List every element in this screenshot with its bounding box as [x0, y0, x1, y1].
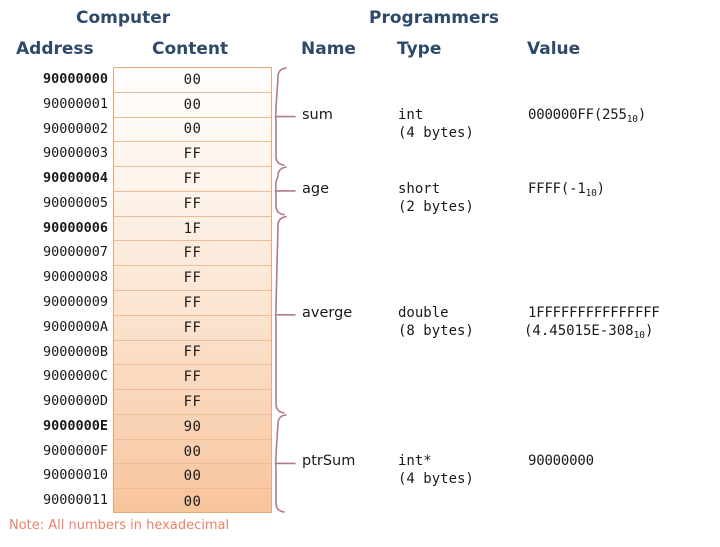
memory-cell: 00 — [114, 93, 271, 118]
variable-type-ptrSum: int* — [398, 453, 432, 470]
memory-cell: FF — [114, 365, 271, 391]
memory-cell-content: FF — [183, 195, 202, 212]
memory-cell-content: FF — [183, 344, 202, 361]
variable-size-sum: (4 bytes) — [398, 124, 474, 141]
column-header-value: Value — [527, 39, 581, 59]
memory-address-label: 90000003 — [42, 145, 108, 162]
memory-address-label: 90000002 — [42, 120, 108, 137]
memory-cell: FF — [114, 142, 271, 168]
memory-cell-content: 00 — [183, 121, 202, 138]
memory-address-label: 90000010 — [42, 467, 108, 484]
variable-type-averge: double — [398, 304, 449, 321]
memory-cell: FF — [114, 390, 271, 415]
memory-cell: FF — [114, 266, 271, 291]
column-header-type: Type — [397, 39, 442, 59]
memory-address-label: 9000000D — [42, 393, 108, 410]
memory-cell-content: FF — [183, 319, 202, 336]
memory-cell: 90 — [114, 415, 271, 440]
column-header-content: Content — [152, 39, 229, 59]
variable-value-sum: 000000FF(25510) — [528, 106, 647, 125]
memory-address-label: 90000001 — [42, 95, 108, 112]
variable-value-averge: 1FFFFFFFFFFFFFFF — [528, 304, 660, 321]
memory-cell-content: FF — [183, 245, 202, 262]
memory-address-label: 9000000F — [42, 442, 108, 459]
memory-cell-content: 1F — [183, 220, 202, 237]
memory-cell-content: 00 — [183, 71, 202, 88]
memory-cell-content: 90 — [183, 418, 202, 435]
footnote-note: Note: All numbers in hexadecimal — [9, 518, 230, 533]
variable-type-sum: int — [398, 106, 424, 123]
memory-address-label: 90000007 — [42, 244, 108, 261]
memory-cell-content: 00 — [183, 443, 202, 460]
memory-cell-content: FF — [183, 170, 202, 187]
memory-cell: 00 — [114, 489, 271, 514]
memory-cell: 00 — [114, 68, 271, 93]
memory-address-label: 9000000A — [42, 318, 108, 335]
column-header-name: Name — [301, 39, 356, 59]
memory-cell: FF — [114, 241, 271, 267]
variable-size-age: (2 bytes) — [398, 198, 474, 215]
memory-cell: 00 — [114, 118, 271, 143]
variable-size-averge: (8 bytes) — [398, 322, 474, 339]
memory-cell-content: FF — [183, 294, 202, 311]
memory-cell: FF — [114, 316, 271, 341]
memory-address-label: 9000000E — [42, 417, 108, 434]
memory-cell-content: 00 — [183, 493, 202, 510]
memory-cell: 00 — [114, 464, 271, 490]
column-header-address: Address — [16, 39, 94, 59]
variable-value-decimal-averge: (4.45015E-30810) — [524, 322, 654, 341]
memory-cell: 00 — [114, 440, 271, 465]
variable-name-sum: sum — [302, 106, 333, 123]
memory-cell-content: FF — [183, 369, 202, 386]
memory-cell: FF — [114, 192, 271, 217]
variable-size-ptrSum: (4 bytes) — [398, 471, 474, 488]
memory-address-label: 90000009 — [42, 294, 108, 310]
variable-value-ptrSum: 90000000 — [528, 453, 594, 470]
memory-cell: 1F — [114, 217, 271, 242]
memory-address-label: 9000000C — [42, 368, 108, 385]
variable-name-age: age — [302, 180, 330, 197]
memory-address-label: 90000011 — [42, 492, 108, 509]
variable-name-ptrSum: ptrSum — [302, 453, 356, 470]
heading-computer: Computer — [76, 8, 171, 28]
memory-address-label: 90000005 — [42, 194, 108, 211]
memory-address-label: 90000006 — [42, 219, 108, 236]
memory-address-label: 9000000B — [42, 343, 108, 360]
memory-cell: FF — [114, 167, 271, 192]
memory-cell-content: 00 — [183, 96, 202, 113]
memory-address-label: 90000008 — [42, 269, 108, 286]
grouping-braces — [274, 67, 296, 513]
variable-value-age: FFFF(-110) — [528, 180, 605, 199]
variable-name-averge: averge — [302, 304, 353, 321]
memory-cell-content: FF — [183, 270, 202, 287]
memory-cell-content: FF — [183, 393, 202, 410]
memory-cell-content: 00 — [183, 468, 202, 485]
variable-type-age: short — [398, 180, 441, 197]
heading-programmers: Programmers — [369, 8, 500, 28]
memory-address-label: 90000004 — [42, 170, 108, 187]
memory-cell: FF — [114, 291, 271, 316]
memory-address-label: 90000000 — [42, 71, 108, 87]
memory-cell: FF — [114, 341, 271, 366]
memory-cell-content: FF — [183, 146, 202, 163]
